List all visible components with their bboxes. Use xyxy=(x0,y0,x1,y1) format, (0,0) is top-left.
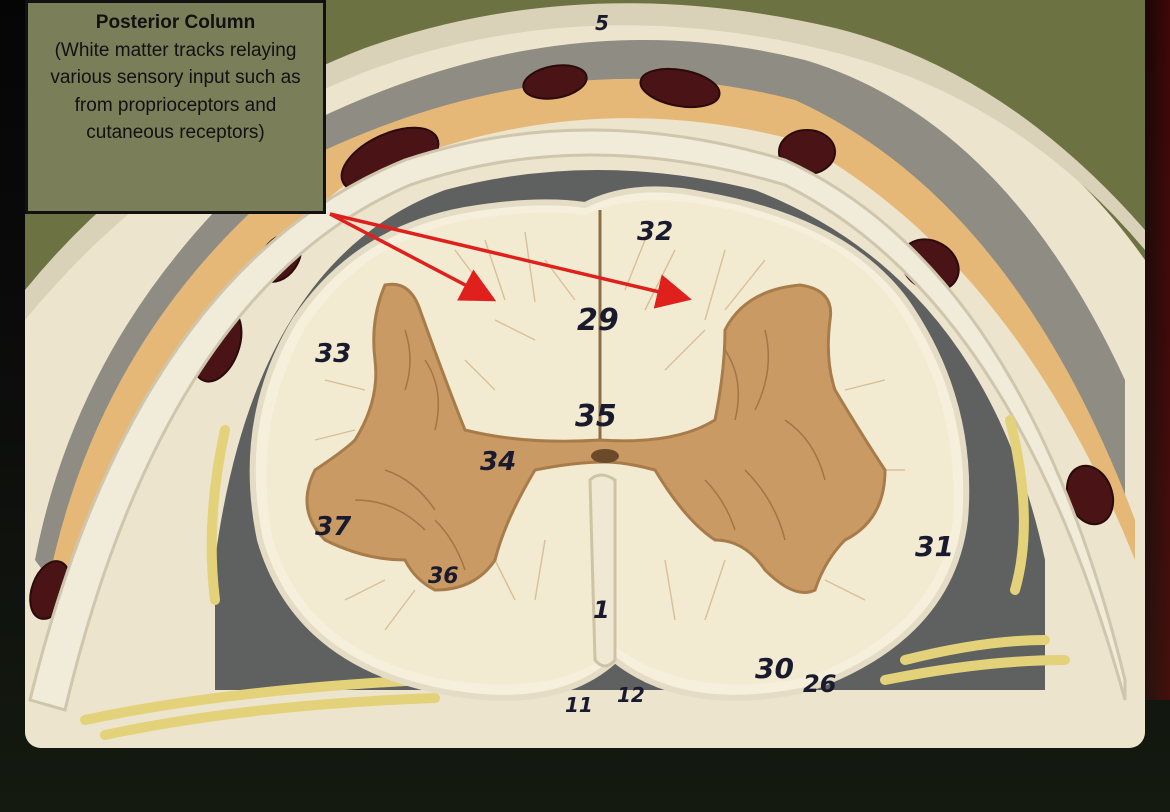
grey-matter-texture xyxy=(354,329,826,571)
grey-matter xyxy=(305,282,887,594)
arrow-right-posterior-column xyxy=(329,212,692,309)
nerve-roots xyxy=(80,415,1070,740)
model-number-11: 11 xyxy=(565,693,593,717)
model-number-30: 30 xyxy=(755,652,794,685)
label-title: Posterior Column xyxy=(95,12,256,33)
model-number-35: 35 xyxy=(575,399,617,434)
model-number-36: 36 xyxy=(428,564,459,589)
model-number-5: 5 xyxy=(595,11,609,35)
model-number-31: 31 xyxy=(915,530,954,563)
model-number-34: 34 xyxy=(480,447,516,477)
model-number-33: 33 xyxy=(315,339,351,369)
model-number-29: 29 xyxy=(577,303,619,338)
model-number-32: 32 xyxy=(637,217,673,247)
model-number-1: 1 xyxy=(593,596,610,624)
arrow-left-posterior-column xyxy=(329,212,497,302)
anterior-median-fissure xyxy=(588,473,617,668)
central-canal xyxy=(591,449,619,463)
model-number-37: 37 xyxy=(315,512,352,542)
arachnoid-ring xyxy=(28,128,1127,712)
posterior-column-label: Posterior Column (White matter tracks re… xyxy=(25,0,326,214)
model-number-26: 26 xyxy=(803,670,836,698)
spinal-cord-model-photo: 32 33 29 35 34 37 36 31 30 26 1 11 12 5 xyxy=(25,0,1145,748)
label-description: (White matter tracks relaying various se… xyxy=(50,39,301,144)
pointer-arrows xyxy=(329,212,692,309)
model-number-12: 12 xyxy=(617,683,645,707)
